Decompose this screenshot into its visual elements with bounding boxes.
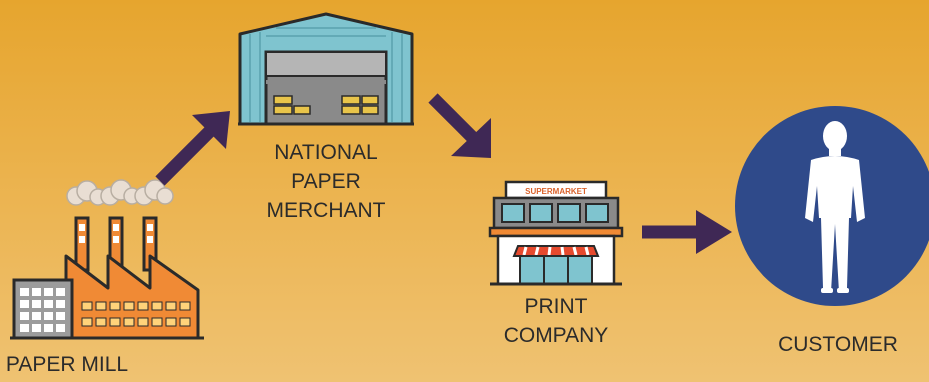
print-company-label: PRINT COMPANY [476, 292, 636, 350]
label-line-print: PRINT [524, 295, 588, 318]
warehouse-icon [238, 12, 414, 126]
paper-mill-label: PAPER MILL [5, 353, 129, 376]
shop-sign-text: SUPERMARKET [525, 187, 587, 196]
label-line-paper: PAPER [291, 170, 361, 193]
customer-label: CUSTOMER [778, 333, 898, 356]
customer-circle [735, 106, 929, 306]
arrow-right-icon [642, 210, 732, 254]
national-paper-merchant-label: NATIONAL PAPER MERCHANT [226, 138, 426, 225]
shop-icon: SUPERMARKET [488, 180, 624, 286]
label-line-company: COMPANY [503, 324, 609, 347]
arrow-down-right-icon [428, 93, 491, 158]
arrow-up-right-icon [155, 111, 230, 186]
label-line-national: NATIONAL [274, 141, 378, 164]
label-line-merchant: MERCHANT [266, 199, 386, 222]
person-silhouette-icon [805, 121, 865, 293]
factory-icon [10, 179, 204, 340]
